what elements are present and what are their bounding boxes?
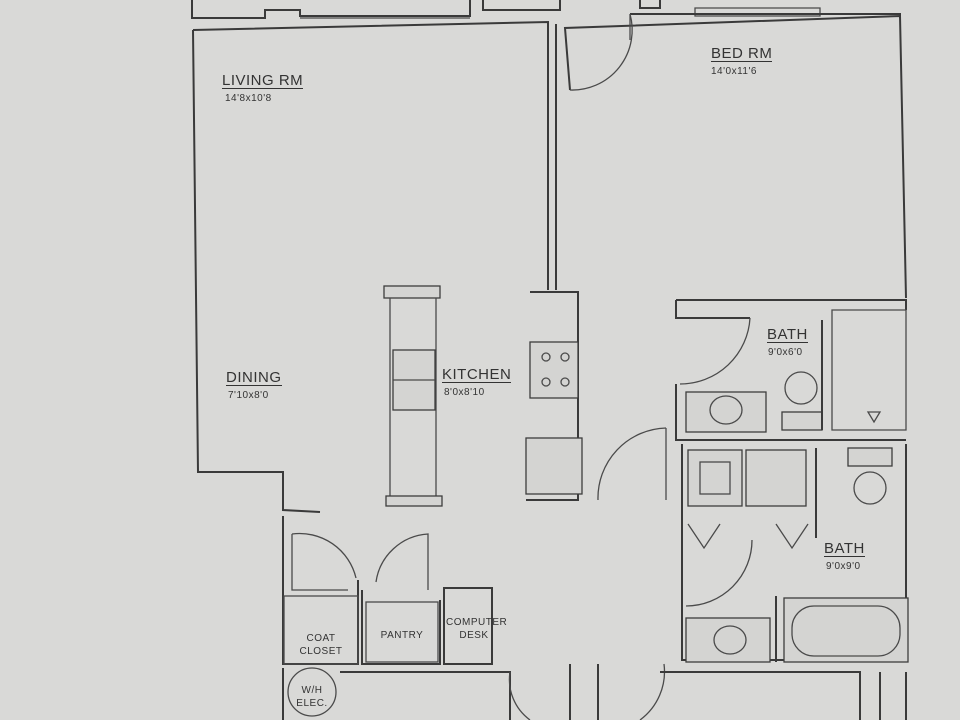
computer-desk-line2: DESK: [459, 630, 489, 641]
water-heater-line1: W/H: [301, 685, 323, 696]
bedroom-label: BED RM: [711, 45, 773, 62]
kitchen-label: KITCHEN: [442, 366, 512, 383]
kitchen-dimensions: 8'0x8'10: [444, 387, 485, 398]
computer-desk-line1: COMPUTER: [446, 617, 508, 628]
pantry-label: PANTRY: [366, 629, 438, 642]
living-dining-walls: [192, 20, 557, 513]
coat-closet-line2: CLOSET: [299, 646, 343, 657]
bedroom-walls: [563, 13, 907, 299]
pantry-line1: PANTRY: [380, 630, 424, 641]
living-room-dimensions: 14'8x10'8: [225, 93, 272, 104]
water-heater-label: W/H ELEC.: [288, 684, 336, 710]
bath1-walls: [675, 299, 907, 441]
living-room-label: LIVING RM: [222, 72, 304, 89]
dining-dimensions: 7'10x8'0: [228, 390, 269, 401]
water-heater-line2: ELEC.: [296, 698, 328, 709]
bath1-label: BATH: [767, 326, 808, 343]
bath1-dimensions: 9'0x6'0: [768, 347, 803, 358]
computer-desk-label: COMPUTER DESK: [446, 616, 508, 642]
closet-walls: [282, 516, 907, 720]
bath2-label: BATH: [824, 540, 865, 557]
coat-closet-label: COAT CLOSET: [286, 632, 356, 658]
kitchen-fixtures: [383, 285, 667, 507]
dining-label: DINING: [226, 369, 282, 386]
bath2-walls: [681, 444, 909, 663]
top-walls: [191, 0, 901, 19]
bath2-dimensions: 9'0x9'0: [826, 561, 861, 572]
bedroom-dimensions: 14'0x11'6: [711, 66, 757, 77]
coat-closet-line1: COAT: [306, 633, 336, 644]
